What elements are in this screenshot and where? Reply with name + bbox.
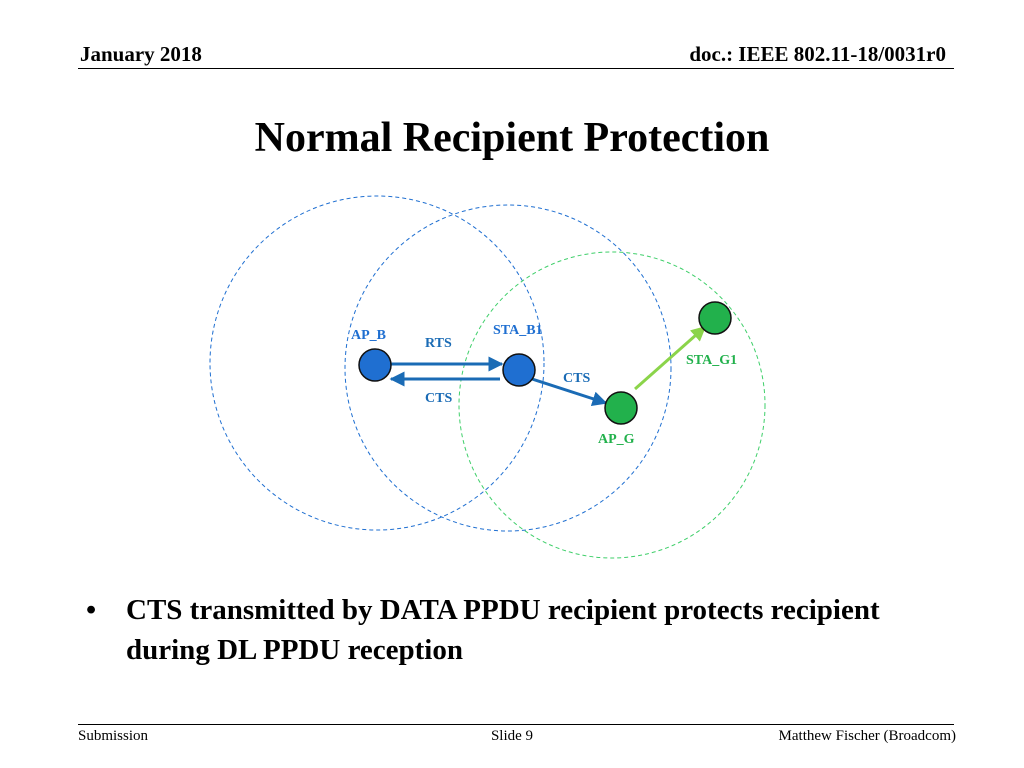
rts-label: RTS bbox=[425, 336, 452, 351]
footer-rule bbox=[78, 724, 954, 725]
ap-b-node bbox=[358, 348, 392, 382]
bullet-mark: • bbox=[86, 594, 97, 626]
sta-g1-node bbox=[698, 301, 732, 335]
cts-label-ap-g: CTS bbox=[563, 371, 590, 386]
header-rule bbox=[78, 68, 954, 69]
header-date: January 2018 bbox=[80, 42, 202, 66]
bullet-item: • CTS transmitted by DATA PPDU recipient… bbox=[86, 590, 946, 670]
ap-g-coverage-range bbox=[458, 251, 766, 559]
ap-b-coverage-range bbox=[209, 195, 545, 531]
footer-submission: Submission bbox=[78, 728, 149, 744]
footer-slide-number: Slide 9 bbox=[490, 728, 534, 744]
cts-label-ap-b: CTS bbox=[425, 391, 452, 406]
footer-author: Matthew Fischer (Broadcom) bbox=[778, 728, 956, 744]
data-arrow-to-sta-g1 bbox=[634, 325, 707, 391]
ap-g-node bbox=[604, 391, 638, 425]
bullet-text: CTS transmitted by DATA PPDU recipient p… bbox=[126, 594, 880, 666]
cts-arrow-to-ap-g bbox=[528, 376, 608, 406]
header-doc-id: doc.: IEEE 802.11-18/0031r0 bbox=[689, 42, 946, 66]
ap-b-label: AP_B bbox=[351, 328, 386, 343]
sta-g1-label: STA_G1 bbox=[686, 353, 737, 368]
sta-b1-node bbox=[502, 353, 536, 387]
sta-b1-label: STA_B1 bbox=[493, 323, 543, 338]
slide-title: Normal Recipient Protection bbox=[254, 115, 770, 161]
sta-b1-coverage-range bbox=[344, 204, 672, 532]
ap-g-label: AP_G bbox=[598, 432, 635, 447]
